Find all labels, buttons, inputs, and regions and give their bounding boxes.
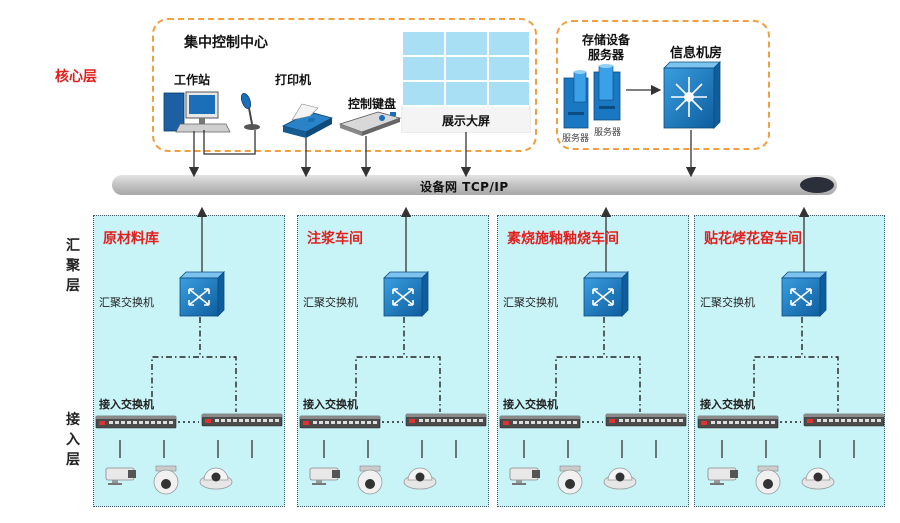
server2-icon — [593, 64, 621, 121]
zone-raw-material-access-label: 接入交换机 — [99, 398, 154, 411]
printer-icon — [281, 103, 334, 138]
zone-glazing-title: 素烧施釉釉烧车间 — [507, 231, 619, 247]
server1-label: 服务器 — [562, 134, 590, 144]
zone-raw-material-title: 原材料库 — [103, 231, 159, 247]
zone-grouting-agg-label: 汇聚交换机 — [303, 296, 358, 309]
server1-icon — [563, 70, 589, 129]
workstation-icon — [163, 91, 231, 133]
zone-glazing-agg-label: 汇聚交换机 — [503, 296, 558, 309]
access-branch-links — [151, 356, 237, 412]
access-layer-label: 接入层 — [66, 412, 80, 468]
keyboard-label: 控制键盘 — [348, 97, 397, 111]
display-wall-label: 展示大屏 — [402, 110, 530, 132]
server2-label: 服务器 — [594, 128, 622, 138]
zone-decal-kiln — [694, 215, 885, 507]
central-control-center-box — [152, 18, 537, 152]
zone-grouting-access-label: 接入交换机 — [303, 398, 358, 411]
storage-title-line2: 服务器 — [588, 48, 625, 62]
workstation-mic-link — [203, 130, 256, 155]
zone-decal-kiln-access-label: 接入交换机 — [700, 398, 755, 411]
ptz-camera-icon — [153, 465, 179, 495]
zone-glazing-access-label: 接入交换机 — [503, 398, 558, 411]
dome-camera-icon — [199, 467, 233, 490]
zone-grouting — [297, 215, 489, 507]
zone-raw-material — [93, 215, 285, 507]
storage-title: 存储设备 服务器 — [582, 33, 630, 63]
zone-decal-kiln-agg-label: 汇聚交换机 — [700, 296, 755, 309]
zone-grouting-graphics — [300, 212, 486, 494]
zone-glazing-graphics — [500, 212, 686, 494]
aggregation-layer-label: 汇聚层 — [66, 238, 80, 294]
zone-grouting-title: 注浆车间 — [307, 231, 363, 247]
zone-raw-material-agg-label: 汇聚交换机 — [99, 296, 154, 309]
machine-room-box — [556, 20, 770, 150]
printer-label: 打印机 — [275, 73, 312, 87]
display-wall-icon — [401, 30, 531, 133]
zone-decal-kiln-title: 贴花烤花窑车间 — [704, 231, 802, 247]
zone-raw-material-graphics — [95, 206, 283, 495]
core-layer-label: 核心层 — [55, 69, 97, 85]
zone-decal-kiln-graphics — [698, 212, 884, 494]
workstation-label: 工作站 — [174, 73, 211, 87]
bus-end-cap — [800, 177, 834, 193]
core-switch-icon — [663, 61, 721, 129]
zone-glazing — [497, 215, 689, 507]
control-keyboard-icon — [307, 111, 402, 136]
machine-room-label: 信息机房 — [670, 46, 723, 61]
access-switch-left-icon — [95, 415, 177, 429]
microphone-icon — [240, 92, 260, 130]
central-control-title: 集中控制中心 — [184, 35, 268, 51]
aggregation-switch-icon — [179, 271, 225, 317]
network-bus — [112, 175, 837, 195]
network-bus-label: 设备网 TCP/IP — [420, 180, 509, 194]
camera-drops — [119, 440, 253, 458]
storage-title-line1: 存储设备 — [582, 33, 631, 47]
access-switch-right-icon — [201, 413, 283, 427]
bullet-camera-icon — [105, 467, 137, 486]
